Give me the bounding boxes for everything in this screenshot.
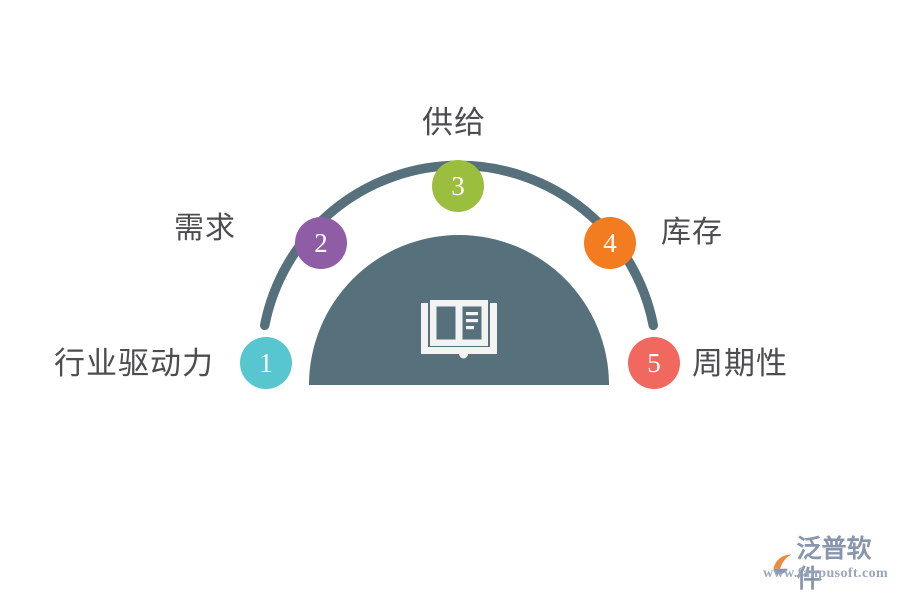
node-circle-4[interactable] — [584, 217, 636, 269]
node-circle-3[interactable] — [432, 160, 484, 212]
node-label-2: 需求 — [174, 212, 236, 245]
node-label-5: 周期性 — [692, 346, 788, 381]
brand-watermark: 泛普软件 www.fanpusoft.com — [762, 534, 892, 593]
node-circle-5[interactable] — [628, 337, 680, 389]
node-circle-2[interactable] — [295, 217, 347, 269]
brand-logo-row: 泛普软件 — [762, 534, 892, 594]
open-book-icon — [421, 300, 497, 359]
brand-name: 泛普软件 — [796, 535, 872, 593]
brand-url: www.fanpusoft.com — [763, 566, 889, 581]
node-label-4: 库存 — [661, 216, 723, 249]
node-circle-1[interactable] — [240, 337, 292, 389]
node-label-3: 供给 — [422, 105, 486, 140]
node-label-1: 行业驱动力 — [54, 346, 214, 381]
fanpu-logo-icon — [764, 550, 792, 578]
